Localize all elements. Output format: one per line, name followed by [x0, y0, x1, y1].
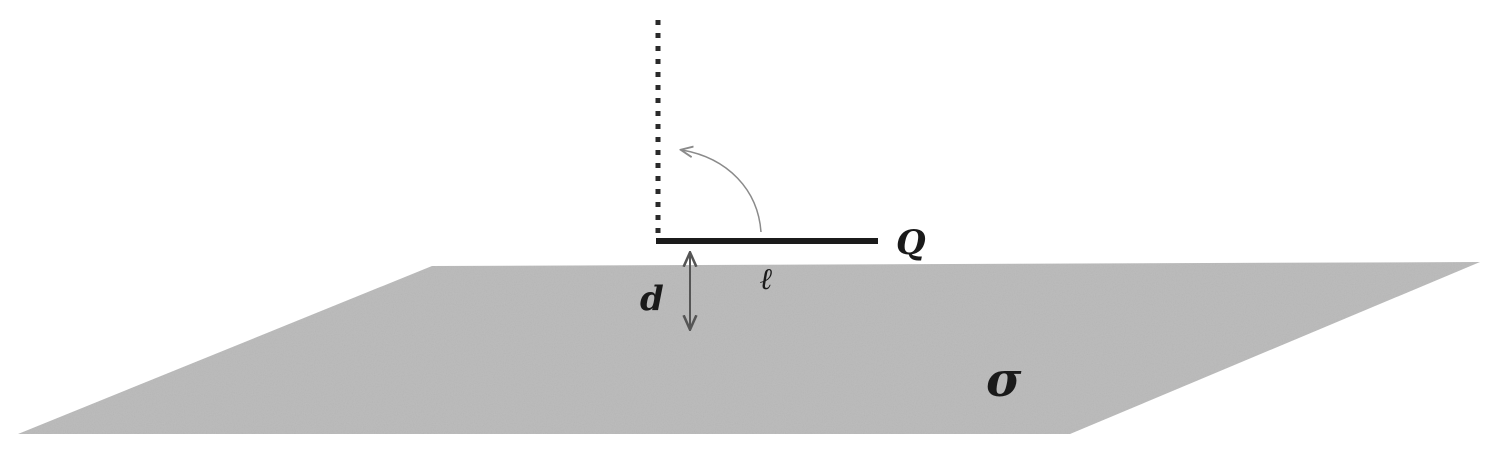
rotation-arrow: [682, 150, 762, 233]
separation-label: d: [640, 279, 664, 319]
charge-label: Q: [896, 223, 926, 263]
length-label: ℓ: [760, 262, 773, 297]
charged-plane: [18, 262, 1480, 434]
surface-density-label: σ: [986, 352, 1022, 408]
